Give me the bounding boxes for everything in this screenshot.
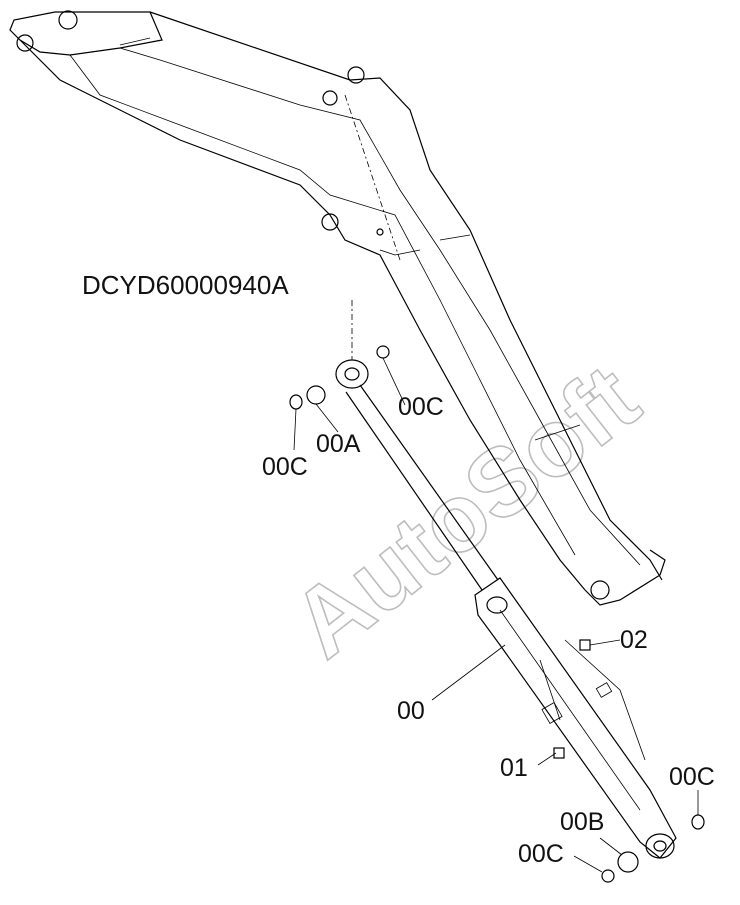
hydraulic-pipe [564,639,646,761]
callout-00b: 00B [560,808,604,836]
leader-00a [315,403,339,433]
leader-00b [599,837,623,856]
boom-tip [9,11,163,56]
callout-00c-left: 00C [262,453,308,481]
leader-01 [537,752,557,766]
fitting-01 [553,747,565,759]
centerline-upper [344,94,401,261]
callout-00a: 00A [316,430,361,458]
boom-inner-edge-a [69,54,576,556]
bottom-eye-outer [645,833,675,859]
bushing-00b [617,851,639,873]
leader-00 [431,644,506,701]
rod-eye-outer [335,359,369,389]
boom-lower-edge [19,39,586,591]
leader-00c-bottom [573,855,603,873]
bushing-00a [306,385,326,405]
pin-hole-upper-2 [322,90,338,106]
callout-01: 01 [500,754,528,782]
stiffener-2 [439,234,471,241]
boom-inner-edge-b [119,47,641,566]
rod-eye-inner [344,367,360,381]
barrel-head-ring [486,596,508,614]
bottom-eye-inner [653,840,667,852]
leader-02 [589,639,621,646]
boom-plate-line [379,249,421,256]
pipe-bracket [539,659,561,721]
watermark: AutoSoft [272,344,659,679]
pin-hole-mid [321,213,339,231]
boom-foot [584,549,666,606]
callout-00: 00 [397,697,425,725]
leader-lines [293,357,699,873]
seal-00c-right [691,814,705,830]
stiffener-3 [534,424,581,441]
barrel-centerline [499,609,641,811]
reference-callout: DCYD60000940A [82,270,353,360]
pin-hole-upper-1 [347,66,365,84]
pin-hole-foot [590,580,610,600]
small-parts [289,345,705,883]
callout-00c-top: 00C [398,393,444,421]
cylinder-assembly [335,359,677,859]
seal-00c-top [376,345,390,359]
seal-00c-left [289,394,303,410]
clamp-block [541,702,563,724]
reference-code: DCYD60000940A [82,270,289,300]
pin-hole-tip [58,10,78,30]
seal-00c-bottom [601,869,615,883]
pin-hole-tip-lower [16,34,34,52]
watermark-text: AutoSoft [273,344,658,678]
boom-upper-edge [149,11,663,581]
fitting-02 [579,639,591,651]
port-block [595,682,613,698]
callout-00c-bottom: 00C [518,840,564,868]
rod-edge-a [359,384,499,581]
callout-labels: 00C 00A 00C 00 02 01 00C 00B 00C [262,393,715,868]
rod-edge-b [345,391,483,591]
callout-00c-right: 00C [669,763,715,791]
boom-outline [9,10,666,606]
callout-02: 02 [620,626,648,654]
bolt-dot [376,228,384,236]
leader-00c-left [293,408,297,451]
stiffener-1 [119,37,151,46]
leader-00c-top [382,357,406,406]
